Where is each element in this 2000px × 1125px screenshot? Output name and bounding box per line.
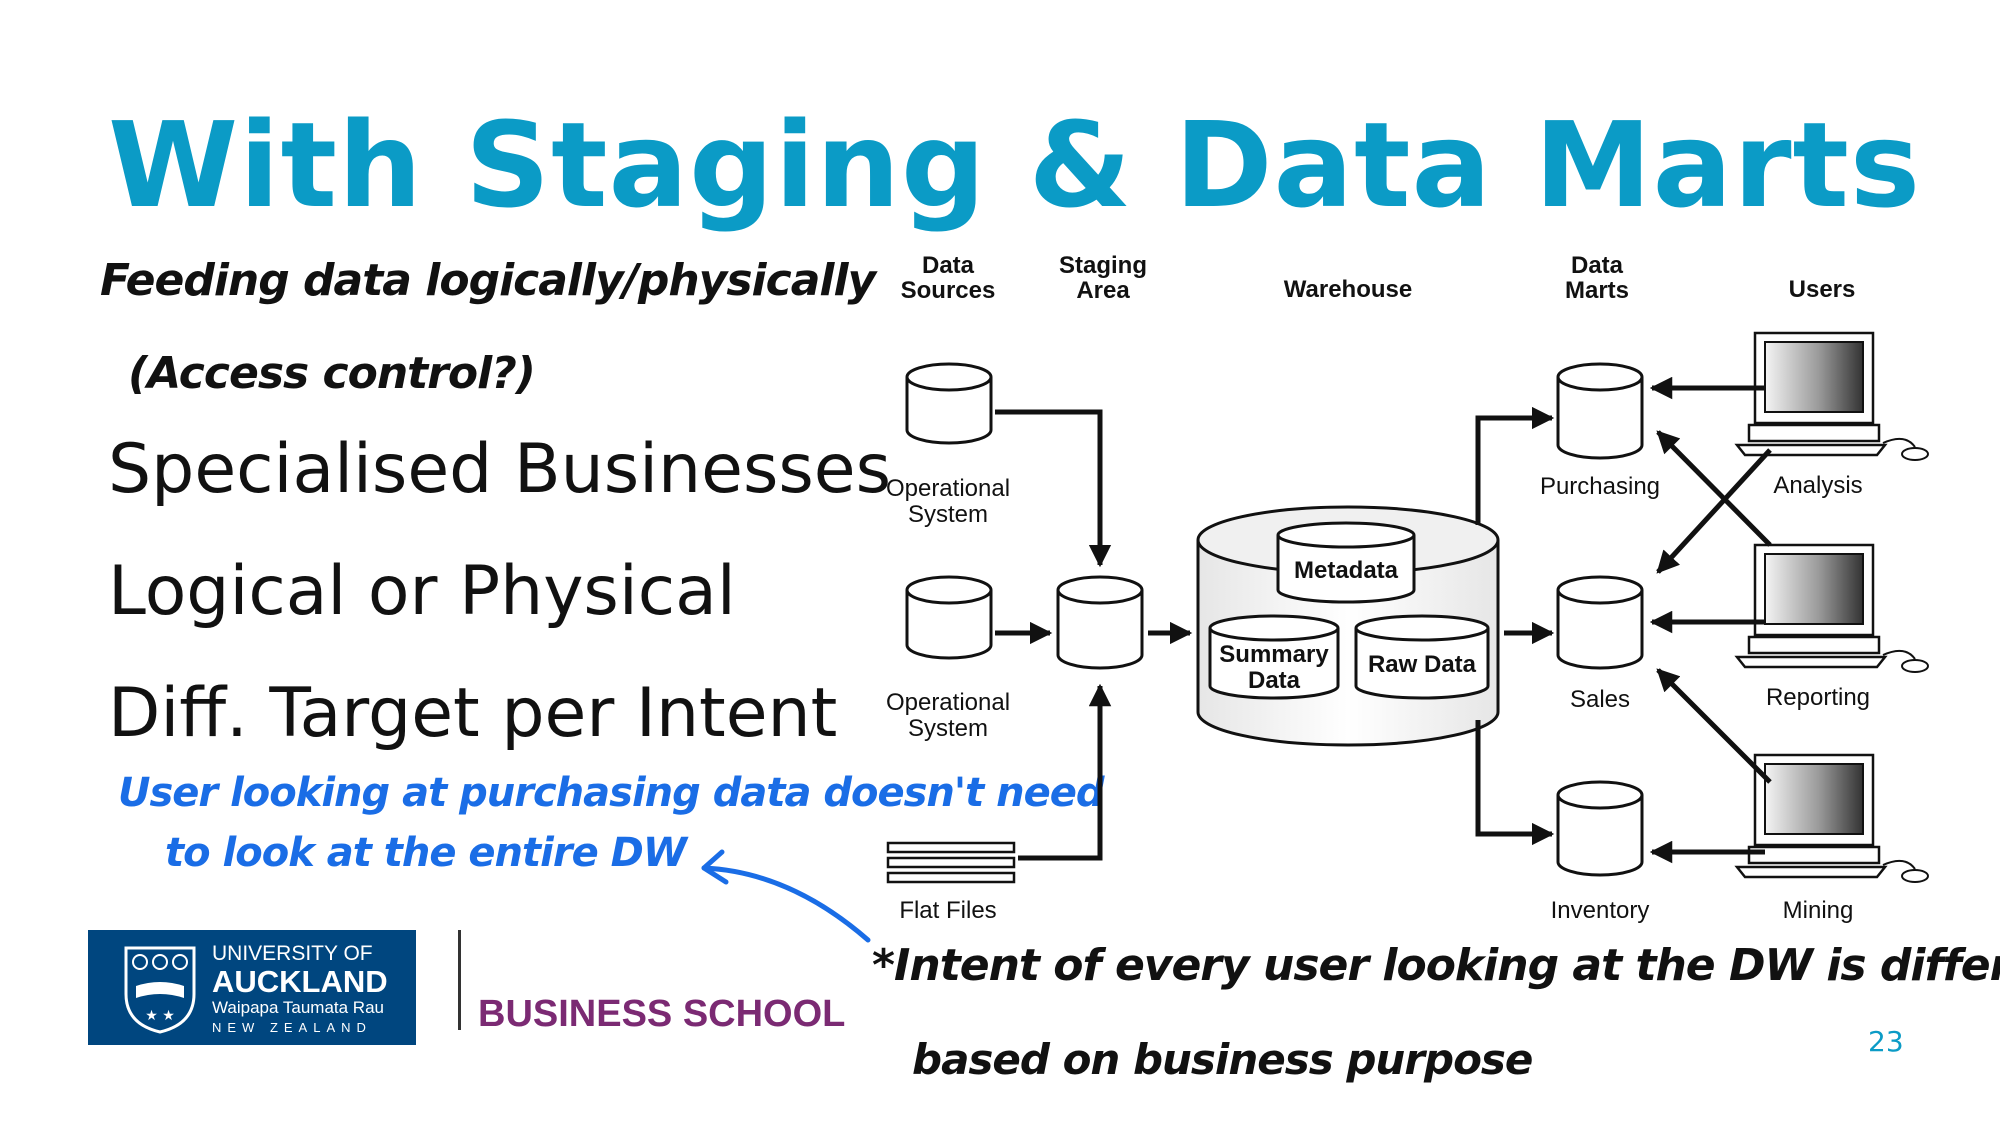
arrow-op1-to-staging	[995, 409, 1112, 568]
analysis-computer-icon	[1734, 331, 1929, 461]
note-intent-different: *Intent of every user looking at the DW …	[872, 940, 2000, 991]
logo-waipapa: Waipapa Taumata Rau	[212, 998, 384, 1017]
raw-data-label: Raw Data	[1368, 651, 1477, 678]
svg-text:★ ★: ★ ★	[145, 1008, 175, 1024]
header-data-sources-1: Data	[922, 252, 975, 279]
purchasing-mart-cylinder	[1556, 362, 1644, 460]
operational-system-2-label-1: Operational	[886, 689, 1010, 716]
header-data-marts-1: Data	[1571, 252, 1624, 279]
logo-auckland: AUCKLAND	[212, 964, 388, 999]
note-entire-dw: to look at the entire DW	[165, 830, 687, 876]
bullet-logical-or-physical: Logical or Physical	[108, 552, 736, 631]
raw-data-cylinder	[1354, 614, 1490, 700]
flat-files-label: Flat Files	[899, 897, 996, 924]
header-data-sources-2: Sources	[901, 277, 996, 304]
summary-data-label-1: Summary	[1219, 641, 1329, 668]
slide-number: 23	[1868, 1025, 1904, 1058]
inventory-mart-cylinder	[1556, 780, 1644, 877]
operational-system-1-label-2: System	[908, 501, 988, 528]
note-access-control: (Access control?)	[128, 348, 536, 399]
header-staging-1: Staging	[1059, 252, 1147, 279]
arrow-warehouse-to-purchasing	[1475, 406, 1555, 525]
arrow-mining-to-sales	[1656, 668, 1772, 784]
header-warehouse: Warehouse	[1284, 276, 1412, 303]
note-business-purpose: based on business purpose	[912, 1035, 1533, 1084]
logo-university-of: UNIVERSITY OF	[212, 942, 373, 965]
note-feeding-data: Feeding data logically/physically	[100, 255, 876, 306]
mining-computer-icon	[1734, 753, 1929, 883]
flat-files-icon	[886, 841, 1016, 884]
mart-purchasing-label: Purchasing	[1540, 473, 1660, 500]
metadata-cylinder	[1276, 521, 1416, 604]
reporting-computer-icon	[1734, 543, 1929, 673]
logo-divider	[458, 930, 461, 1030]
logo-new-zealand: NEW ZEALAND	[212, 1020, 372, 1035]
arrow-analysis-to-sales	[1656, 448, 1772, 574]
arrow-warehouse-to-inventory	[1475, 720, 1555, 846]
university-logo: ★ ★ UNIVERSITY OF AUCKLAND Waipapa Tauma…	[88, 930, 416, 1045]
header-staging-2: Area	[1076, 277, 1130, 304]
bullet-diff-target: Diff. Target per Intent	[108, 674, 838, 753]
mart-inventory-label: Inventory	[1551, 897, 1650, 924]
user-analysis-label: Analysis	[1773, 472, 1862, 499]
operational-system-2-cylinder	[905, 575, 993, 660]
business-school-label: BUSINESS SCHOOL	[478, 993, 846, 1035]
mart-sales-label: Sales	[1570, 686, 1630, 713]
bullet-specialised-businesses: Specialised Businesses	[108, 430, 892, 509]
arrow-flat-to-staging	[1018, 683, 1112, 861]
slide-title: With Staging & Data Marts	[108, 96, 1922, 234]
arrow-reporting-to-purchasing	[1656, 430, 1772, 547]
note-user-purchasing: User looking at purchasing data doesn't …	[118, 770, 1105, 816]
summary-data-cylinder	[1208, 614, 1340, 700]
header-data-marts-2: Marts	[1565, 277, 1629, 304]
user-mining-label: Mining	[1783, 897, 1854, 924]
header-users: Users	[1789, 276, 1856, 303]
crest-icon: ★ ★	[124, 946, 196, 1034]
annotation-blue-arrow	[701, 865, 871, 943]
sales-mart-cylinder	[1556, 575, 1644, 670]
staging-area-cylinder	[1056, 575, 1144, 670]
operational-system-1-label-1: Operational	[886, 475, 1010, 502]
operational-system-2-label-2: System	[908, 715, 988, 742]
operational-system-1-cylinder	[905, 362, 993, 445]
summary-data-label-2: Data	[1248, 667, 1301, 694]
user-reporting-label: Reporting	[1766, 684, 1870, 711]
metadata-label: Metadata	[1294, 557, 1399, 584]
